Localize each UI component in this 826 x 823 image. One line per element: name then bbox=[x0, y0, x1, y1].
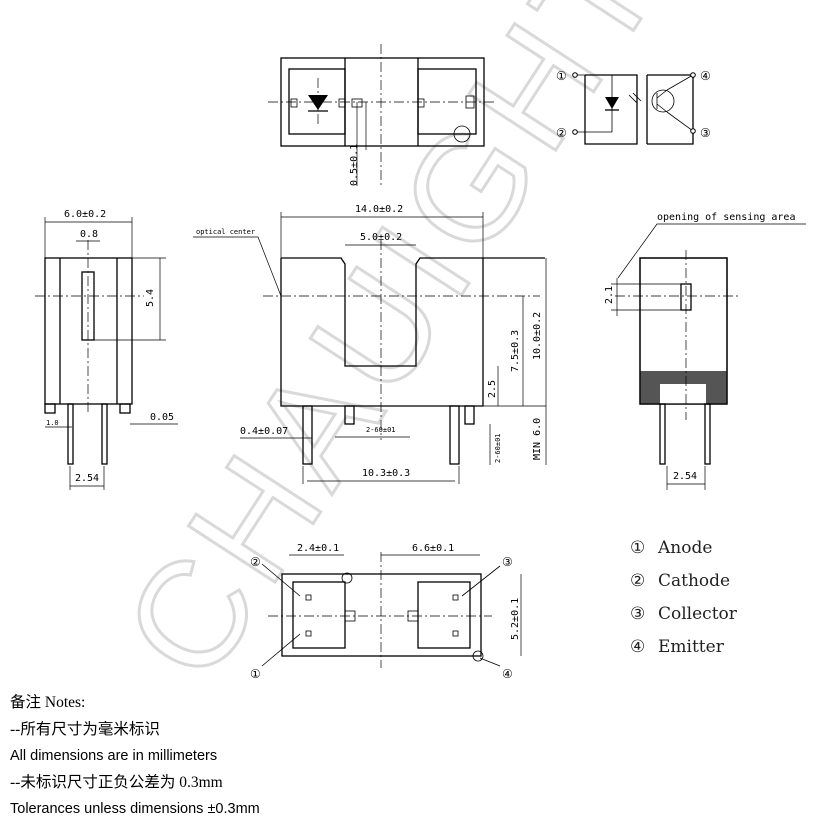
top-view: 0.5±0.1 bbox=[268, 44, 496, 186]
schem-pin-3: ③ bbox=[700, 126, 711, 140]
bottom-pin-4: ④ bbox=[502, 667, 513, 681]
schem-pin-1: ① bbox=[556, 69, 567, 83]
notes-title: 备注 Notes: bbox=[10, 694, 86, 711]
schem-pin-4: ④ bbox=[700, 69, 711, 83]
dim-2-54-left: 2.54 bbox=[75, 473, 99, 484]
dim-10-0: 10.0±0.2 bbox=[532, 312, 543, 360]
schem-pin-2: ② bbox=[556, 126, 567, 140]
notes-line-3: --未标识尺寸正负公差为 0.3mm bbox=[10, 773, 223, 791]
dim-6-6: 6.6±0.1 bbox=[412, 543, 454, 554]
front-view: 14.0±0.2 5.0±0.2 optical center 10.0±0.2… bbox=[193, 204, 547, 484]
dim-0-05: 0.05 bbox=[150, 412, 174, 423]
dim-2-1: 2.1 bbox=[604, 286, 615, 304]
right-side-view: 2.1 opening of sensing area 2.54 bbox=[604, 212, 806, 490]
notes-line-4: Tolerances unless dimensions ±0.3mm bbox=[10, 801, 260, 817]
dim-2-54-right: 2.54 bbox=[673, 471, 697, 482]
dim-min-6: MIN 6.0 bbox=[532, 418, 543, 460]
dim-1-0: 1.0 bbox=[46, 419, 59, 427]
legend-num-3: ③ bbox=[630, 604, 645, 624]
legend-num-1: ① bbox=[630, 538, 645, 558]
legend-label-3: Collector bbox=[658, 604, 738, 624]
legend-num-4: ④ bbox=[630, 637, 645, 657]
legend-label-4: Emitter bbox=[658, 637, 725, 657]
notes-line-1: --所有尺寸为毫米标识 bbox=[10, 720, 160, 738]
label-optical-center: optical center bbox=[196, 228, 255, 236]
left-side-view: 6.0±0.2 0.8 5.4 1.0 0.05 2.54 bbox=[35, 209, 178, 490]
dim-5-4: 5.4 bbox=[145, 289, 156, 307]
legend-label-1: Anode bbox=[657, 538, 712, 558]
dim-0-5: 0.5±0.1 bbox=[349, 144, 360, 186]
dim-7-5: 7.5±0.3 bbox=[510, 330, 521, 372]
dim-5-0: 5.0±0.2 bbox=[360, 232, 402, 243]
dim-2-60-bottom: 2-60±01 bbox=[366, 426, 396, 434]
legend-num-2: ② bbox=[630, 571, 645, 591]
schematic: ① ② ④ ③ bbox=[556, 69, 711, 145]
watermark: CHAUIGHT bbox=[91, 0, 693, 707]
bottom-view: 2.4±0.1 6.6±0.1 5.2±0.1 ② ① ③ ④ bbox=[250, 543, 522, 681]
pin-legend: ① Anode ② Cathode ③ Collector ④ Emitter bbox=[630, 538, 738, 657]
dim-2-5: 2.5 bbox=[487, 380, 498, 398]
dim-6-0: 6.0±0.2 bbox=[64, 209, 106, 220]
dim-0-4: 0.4±0.07 bbox=[240, 426, 288, 437]
notes-block: 备注 Notes: --所有尺寸为毫米标识 All dimensions are… bbox=[10, 690, 260, 823]
bottom-pin-2: ② bbox=[250, 555, 261, 569]
notes-line-2: All dimensions are in millimeters bbox=[10, 748, 218, 764]
bottom-pin-3: ③ bbox=[502, 555, 513, 569]
dim-10-3: 10.3±0.3 bbox=[362, 468, 410, 479]
bottom-pin-1: ① bbox=[250, 667, 261, 681]
dim-2-60-side: 2-60±01 bbox=[494, 433, 502, 463]
dim-2-4: 2.4±0.1 bbox=[297, 543, 339, 554]
dim-5-2: 5.2±0.1 bbox=[510, 598, 521, 640]
dim-0-8: 0.8 bbox=[80, 229, 98, 240]
legend-label-2: Cathode bbox=[658, 571, 730, 591]
label-sensing-area: opening of sensing area bbox=[657, 212, 795, 223]
dim-14-0: 14.0±0.2 bbox=[355, 204, 403, 215]
